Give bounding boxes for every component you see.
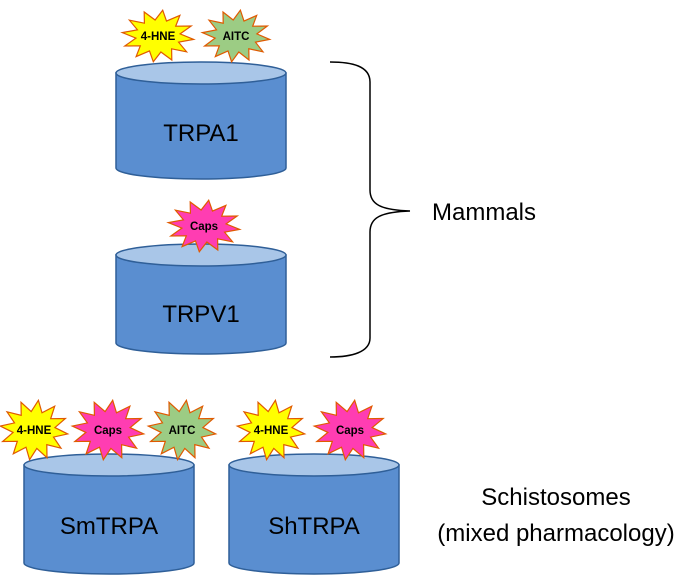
- ligand-caps-shtrpa: Caps: [312, 398, 388, 462]
- group-label-schistosomes: Schistosomes: [481, 484, 630, 511]
- cylinder-body: [115, 254, 287, 355]
- ligand-label: Caps: [94, 425, 122, 437]
- channel-smtrpa: SmTRPA: [23, 453, 195, 575]
- curly-brace: [329, 61, 411, 358]
- cylinder-body: [23, 464, 195, 575]
- starburst-icon: [120, 8, 196, 64]
- channel-label-shtrpa: ShTRPA: [268, 513, 360, 540]
- channel-label-smtrpa: SmTRPA: [60, 513, 158, 540]
- starburst-icon: [166, 198, 242, 254]
- ligand-aitc-smtrpa: AITC: [146, 398, 218, 462]
- ligand-label: Caps: [336, 425, 364, 437]
- ligand-label: AITC: [223, 31, 250, 43]
- starburst-icon: [312, 398, 388, 462]
- channel-trpv1: TRPV1: [115, 243, 287, 355]
- ligand-label: Caps: [190, 221, 218, 233]
- group-label-mammals: Mammals: [432, 199, 536, 226]
- channel-label-trpa1: TRPA1: [163, 120, 239, 147]
- starburst-icon: [146, 398, 218, 462]
- ligand-aitc-trpa1: AITC: [200, 8, 272, 64]
- ligand-caps-trpv1: Caps: [166, 198, 242, 254]
- ligand-4hne-smtrpa: 4-HNE: [0, 398, 70, 462]
- ligand-label: AITC: [169, 425, 196, 437]
- cylinder-top: [23, 453, 195, 477]
- ligand-caps-smtrpa: Caps: [70, 398, 146, 462]
- starburst-icon: [200, 8, 272, 64]
- cylinder-top: [115, 61, 287, 85]
- channel-shtrpa: ShTRPA: [228, 453, 400, 575]
- channel-label-trpv1: TRPV1: [162, 301, 239, 328]
- starburst-icon: [70, 398, 146, 462]
- ligand-4hne-trpa1: 4-HNE: [120, 8, 196, 64]
- ligand-label: 4-HNE: [17, 425, 52, 437]
- starburst-icon: [0, 398, 70, 462]
- ligand-label: 4-HNE: [254, 425, 289, 437]
- cylinder-body: [115, 72, 287, 180]
- cylinder-body: [228, 464, 400, 575]
- cylinder-top: [228, 453, 400, 477]
- ligand-4hne-shtrpa: 4-HNE: [235, 398, 307, 462]
- starburst-icon: [235, 398, 307, 462]
- ligand-label: 4-HNE: [141, 31, 176, 43]
- channel-trpa1: TRPA1: [115, 61, 287, 180]
- group-label-schistosomes-note: (mixed pharmacology): [437, 520, 674, 547]
